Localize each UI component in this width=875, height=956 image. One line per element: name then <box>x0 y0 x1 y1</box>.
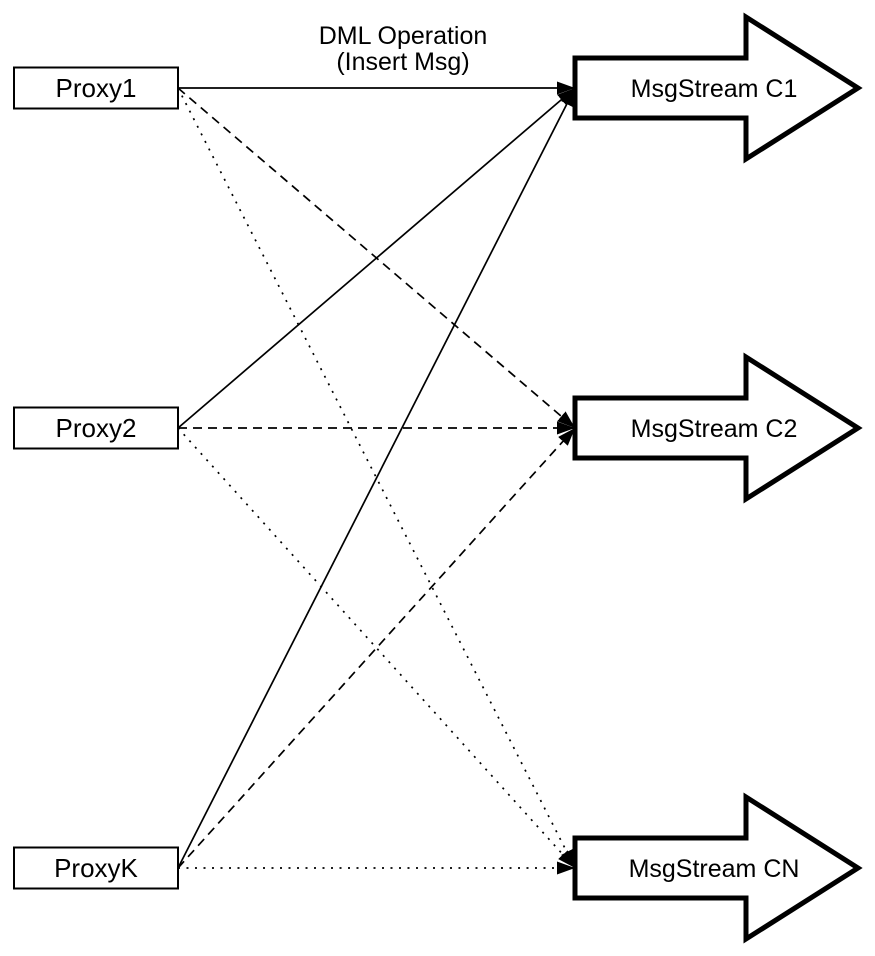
msgstream-c2-label: MsgStream C2 <box>631 415 798 443</box>
msgstream-cn-label: MsgStream CN <box>629 855 800 883</box>
proxy2-label: Proxy2 <box>56 413 137 443</box>
proxy1-label: Proxy1 <box>56 73 137 103</box>
edge-proxy2-to-msgstream-cn <box>177 427 576 869</box>
proxyk-box <box>13 846 179 890</box>
msgstream-c1-node: MsgStream C1 <box>572 12 863 164</box>
proxyk-label: ProxyK <box>54 853 138 883</box>
edge-proxy1-to-msgstream-cn <box>177 87 576 869</box>
msgstream-c2-arrow-shape <box>572 352 863 504</box>
proxyk-node: ProxyK <box>13 846 179 890</box>
proxy2-box <box>13 406 179 450</box>
msgstream-cn-arrow-shape <box>572 792 863 944</box>
msgstream-c1-arrow-shape <box>572 12 863 164</box>
msgstream-cn-node: MsgStream CN <box>572 792 863 944</box>
proxy2-node: Proxy2 <box>13 406 179 450</box>
diagram-title-line2: (Insert Msg) <box>336 48 469 76</box>
msgstream-c1-label: MsgStream C1 <box>631 75 798 103</box>
edge-proxy2-to-msgstream-c1 <box>177 87 576 429</box>
proxy1-box <box>13 66 179 110</box>
diagram-title-line1: DML Operation <box>319 22 488 50</box>
edge-proxyk-to-msgstream-c1 <box>177 87 576 869</box>
edge-proxyk-to-msgstream-c2 <box>177 427 576 869</box>
msgstream-c2-node: MsgStream C2 <box>572 352 863 504</box>
proxy1-node: Proxy1 <box>13 66 179 110</box>
edges <box>177 81 576 875</box>
